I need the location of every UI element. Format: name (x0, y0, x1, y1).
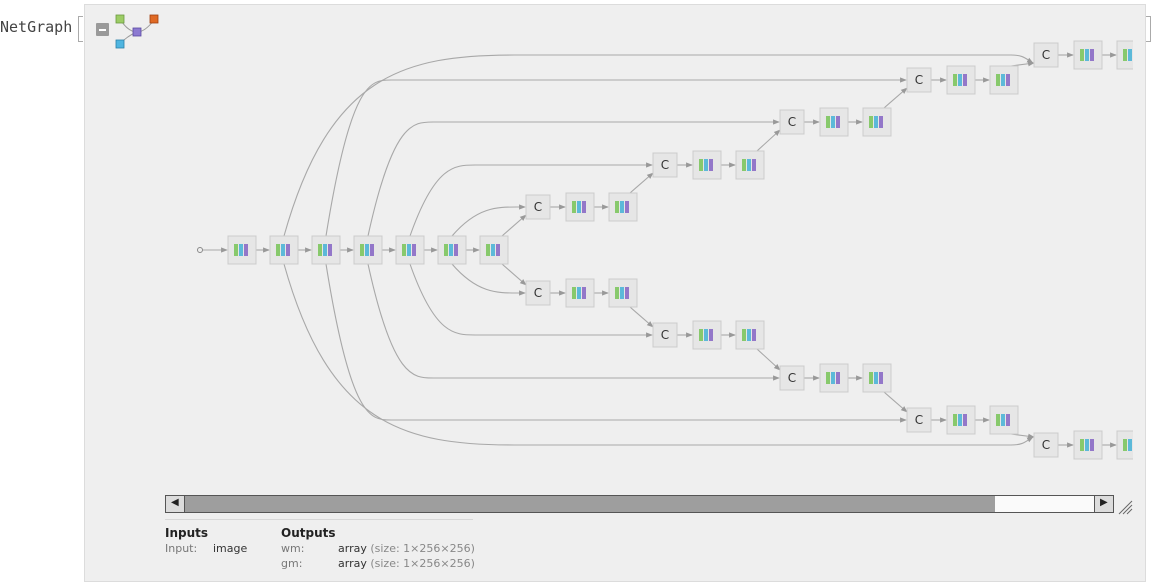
summary-divider (165, 519, 473, 520)
collapse-icon[interactable] (96, 23, 109, 36)
edge-up (883, 391, 908, 413)
conv-node[interactable] (862, 107, 892, 137)
horizontal-scrollbar[interactable]: ◀ ▶ (165, 495, 1114, 513)
concat-label: C (788, 371, 796, 385)
conv-node[interactable] (989, 405, 1019, 435)
output-wm-key: wm: (281, 542, 305, 555)
conv-node[interactable] (692, 150, 722, 180)
output-wm-value: array (size: 1×256×256) (338, 542, 475, 555)
concat-label: C (915, 413, 923, 427)
input-key: Input: (165, 542, 198, 555)
conv-node[interactable] (1116, 40, 1136, 70)
concat-label: C (534, 286, 542, 300)
edge-skip (367, 119, 780, 237)
concat-node[interactable]: C (525, 280, 551, 306)
scroll-left-button[interactable]: ◀ (166, 496, 185, 512)
conv-node[interactable] (608, 278, 638, 308)
edge-up (501, 214, 527, 237)
edge-up (883, 87, 908, 109)
edge-skip (409, 263, 653, 338)
conv-node[interactable] (989, 65, 1019, 95)
edge-up (501, 263, 527, 286)
conv-node[interactable] (862, 363, 892, 393)
conv-node[interactable] (1073, 40, 1103, 70)
netgraph-logo-icon (115, 14, 159, 49)
concat-node[interactable]: C (779, 109, 805, 135)
concat-label: C (661, 158, 669, 172)
input-port (197, 247, 203, 253)
input-value: image (213, 542, 248, 555)
conv-node[interactable] (819, 363, 849, 393)
resize-grip-icon[interactable] (1117, 499, 1133, 515)
edge-up (629, 172, 654, 194)
conv-node[interactable] (946, 405, 976, 435)
concat-label: C (661, 328, 669, 342)
conv-node[interactable] (735, 320, 765, 350)
netgraph-diagram: C C C C C C C C C C (197, 40, 1136, 460)
conv-node[interactable] (735, 150, 765, 180)
output-gm-value: array (size: 1×256×256) (338, 557, 475, 570)
conv-node[interactable] (269, 235, 299, 265)
conv-node[interactable] (608, 192, 638, 222)
conv-node[interactable] (565, 278, 595, 308)
concat-label: C (788, 115, 796, 129)
conv-node[interactable] (353, 235, 383, 265)
inputs-header: Inputs (165, 526, 209, 540)
concat-node[interactable]: C (1033, 432, 1059, 458)
concat-label: C (534, 200, 542, 214)
concat-label: C (1042, 438, 1050, 452)
edge-skip (283, 263, 1034, 446)
triangle-left-icon: ◀ (171, 497, 179, 508)
edge-up (756, 348, 781, 371)
scrollbar-thumb[interactable] (185, 496, 995, 512)
concat-label: C (1042, 48, 1050, 62)
netgraph-head: NetGraph (0, 18, 73, 36)
edge-skip (451, 263, 526, 296)
output-gm-key: gm: (281, 557, 303, 570)
conv-node[interactable] (946, 65, 976, 95)
left-bracket (78, 16, 83, 42)
edge-up (756, 129, 781, 152)
edge-skip (325, 77, 907, 237)
edge-skip (409, 162, 653, 237)
edge-skip (451, 204, 526, 237)
concat-node[interactable]: C (652, 322, 678, 348)
right-bracket (1146, 16, 1151, 42)
edge-skip (283, 54, 1034, 237)
conv-node[interactable] (565, 192, 595, 222)
conv-node[interactable] (819, 107, 849, 137)
scroll-right-button[interactable]: ▶ (1094, 496, 1113, 512)
concat-node[interactable]: C (525, 194, 551, 220)
concat-node[interactable]: C (1033, 42, 1059, 68)
edge-up (629, 306, 654, 328)
conv-node[interactable] (437, 235, 467, 265)
conv-node[interactable] (692, 320, 722, 350)
concat-node[interactable]: C (779, 365, 805, 391)
outputs-header: Outputs (281, 526, 336, 540)
concat-node[interactable]: C (652, 152, 678, 178)
concat-node[interactable]: C (906, 67, 932, 93)
conv-node[interactable] (227, 235, 257, 265)
conv-node[interactable] (395, 235, 425, 265)
edge-skip (325, 263, 907, 423)
conv-node[interactable] (311, 235, 341, 265)
conv-node[interactable] (1073, 430, 1103, 460)
concat-label: C (915, 73, 923, 87)
triangle-right-icon: ▶ (1100, 497, 1108, 508)
conv-node[interactable] (479, 235, 509, 265)
concat-node[interactable]: C (906, 407, 932, 433)
conv-node[interactable] (1116, 430, 1136, 460)
edge-skip (367, 263, 780, 381)
output-gm-size: (size: 1×256×256) (370, 557, 475, 570)
output-wm-size: (size: 1×256×256) (370, 542, 475, 555)
